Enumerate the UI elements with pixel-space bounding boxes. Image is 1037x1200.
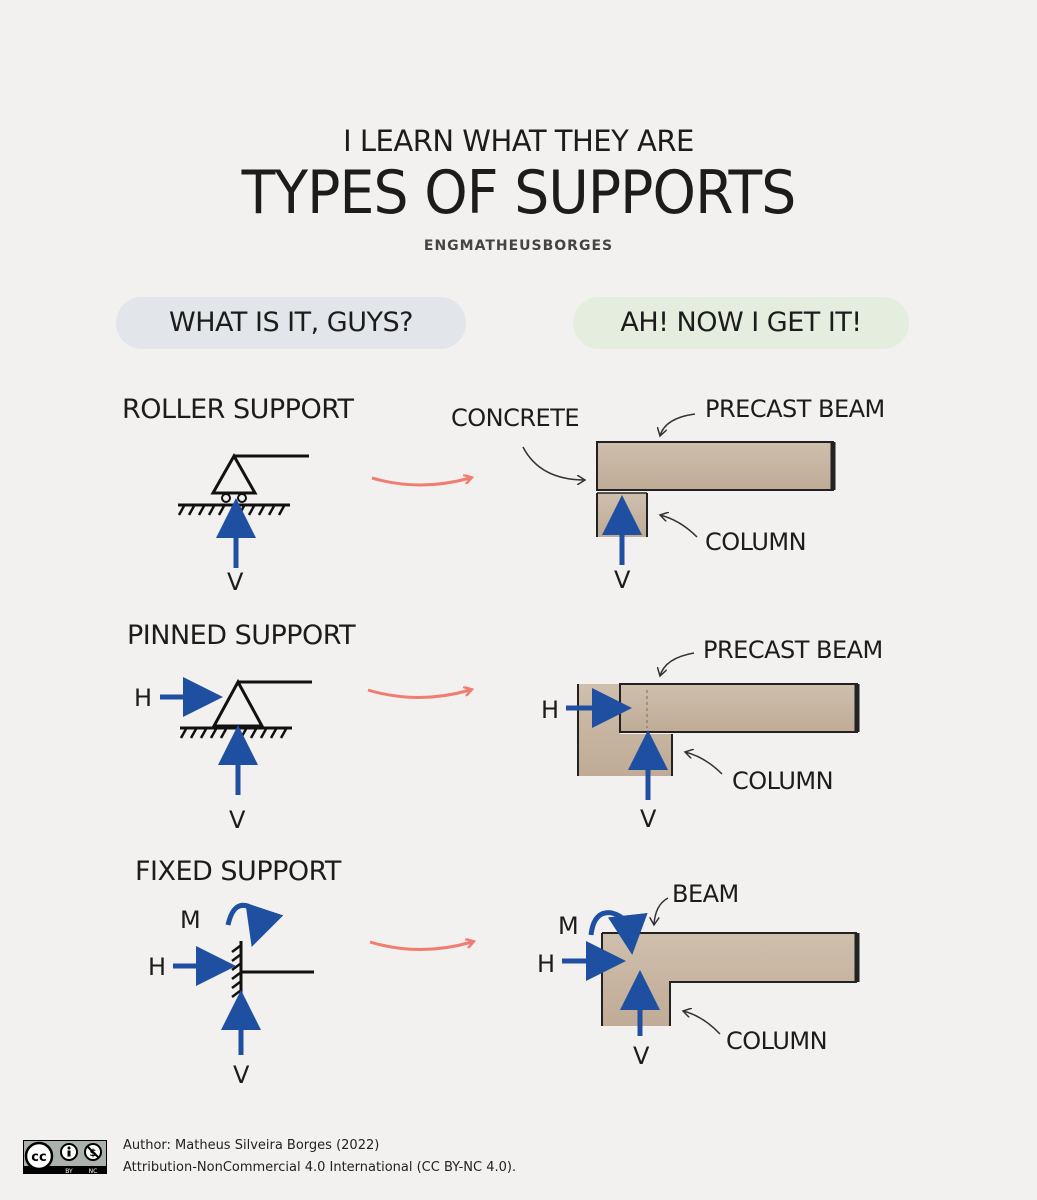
transform-arrow xyxy=(367,690,470,699)
footer-author: Author: Matheus Silveira Borges (2022) xyxy=(123,1138,380,1153)
support-name-fixed: FIXED SUPPORT xyxy=(135,856,341,887)
footer-license: Attribution-NonCommercial 4.0 Internatio… xyxy=(123,1160,517,1175)
force-label-h: H xyxy=(148,953,166,981)
leader-column xyxy=(683,1011,721,1035)
leader-column xyxy=(685,752,723,775)
force-label-h: H xyxy=(134,684,152,712)
svg-text:BY: BY xyxy=(65,1168,73,1174)
right-column-header: AH! NOW I GET IT! xyxy=(573,297,909,349)
label-column: COLUMN xyxy=(732,767,834,795)
label-concrete: CONCRETE xyxy=(451,404,580,432)
label-precast-beam: PRECAST BEAM xyxy=(705,395,885,423)
force-label-v: V xyxy=(614,566,630,594)
force-label-m: M xyxy=(180,906,201,934)
left-column-header: WHAT IS IT, GUYS? xyxy=(116,297,466,349)
leader-concrete xyxy=(522,446,585,480)
force-label-v: V xyxy=(229,806,245,834)
svg-text:cc: cc xyxy=(31,1150,46,1165)
pinned-detail xyxy=(577,683,860,776)
leader-beam xyxy=(660,652,695,676)
force-label-v: V xyxy=(640,805,656,833)
roller-detail xyxy=(596,441,836,537)
fixed-symbol xyxy=(231,941,314,1003)
force-label-h: H xyxy=(537,950,555,978)
transform-arrow xyxy=(369,942,472,951)
leader-beam xyxy=(660,413,696,436)
page-title: TYPES OF SUPPORTS xyxy=(241,158,797,228)
leader-column xyxy=(660,515,698,538)
subtitle: I LEARN WHAT THEY ARE xyxy=(343,124,694,158)
leader-beam xyxy=(654,897,669,925)
force-label-v: V xyxy=(633,1042,649,1070)
svg-text:NC: NC xyxy=(89,1168,98,1174)
author-handle: ENGMATHEUSBORGES xyxy=(423,238,614,254)
force-label-v: V xyxy=(233,1061,249,1089)
cc-icon xyxy=(24,1141,54,1171)
svg-text:$: $ xyxy=(90,1148,97,1159)
label-precast-beam: PRECAST BEAM xyxy=(703,636,883,664)
support-name-roller: ROLLER SUPPORT xyxy=(122,394,354,425)
moment-arrow xyxy=(588,910,648,955)
label-column: COLUMN xyxy=(705,528,807,556)
label-column: COLUMN xyxy=(726,1027,828,1055)
support-name-pinned: PINNED SUPPORT xyxy=(127,620,356,651)
force-label-h: H xyxy=(541,696,559,724)
roller-symbol xyxy=(177,452,309,516)
pinned-symbol xyxy=(179,678,312,739)
moment-arrow xyxy=(225,902,284,947)
force-label-m: M xyxy=(558,912,579,940)
force-label-v: V xyxy=(227,568,243,596)
cc-license-badge: cc $ BY NC xyxy=(23,1140,107,1174)
label-beam: BEAM xyxy=(672,880,739,908)
transform-arrow xyxy=(371,478,470,487)
